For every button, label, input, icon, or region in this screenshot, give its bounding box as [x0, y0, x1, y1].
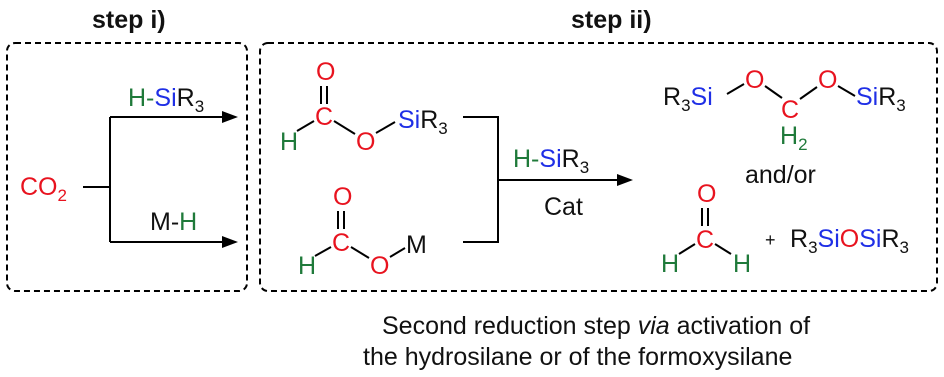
svg-text:SiR3: SiR3 — [398, 106, 448, 138]
svg-text:C: C — [315, 103, 333, 131]
svg-text:C: C — [781, 96, 799, 124]
and-or-label: and/or — [745, 161, 816, 189]
step-ii-box — [259, 42, 938, 292]
svg-text:H: H — [733, 250, 751, 278]
svg-text:H: H — [661, 250, 679, 278]
svg-text:M: M — [406, 231, 427, 259]
reagent-hydrosilane-2: H-SiR3 — [513, 145, 589, 177]
caption-line-2: the hydrosilane or of the formoxysilane — [363, 343, 792, 371]
svg-text:O: O — [333, 183, 352, 211]
catalyst-label: Cat — [544, 193, 583, 221]
step-ii-title: step ii) — [571, 6, 652, 34]
formoxysilane: O C H O SiR3 — [280, 58, 448, 156]
caption-line-1: Second reduction step via activation of — [382, 312, 810, 340]
step-i-box — [6, 42, 248, 292]
svg-text:O: O — [697, 180, 716, 208]
svg-text:C: C — [696, 226, 714, 254]
svg-text:SiR3: SiR3 — [856, 83, 906, 115]
step-ii-arrow-head — [617, 174, 633, 186]
reagent-hydrosilane-1: H-SiR3 — [128, 84, 204, 116]
lower-arrow-head — [222, 236, 238, 248]
svg-text:H2: H2 — [780, 122, 808, 154]
plus-sign: + — [765, 230, 776, 250]
co2-label: CO2 — [20, 173, 67, 205]
svg-text:O: O — [745, 66, 764, 94]
intermediates-bracket — [463, 116, 499, 243]
disiloxane: R3SiOSiR3 — [790, 225, 909, 257]
formaldehyde: O C H H — [661, 180, 751, 278]
svg-text:H: H — [280, 128, 298, 156]
svg-text:O: O — [316, 58, 335, 86]
svg-text:H: H — [298, 252, 316, 280]
svg-text:R3Si: R3Si — [663, 83, 713, 115]
upper-arrow-head — [222, 111, 238, 123]
svg-text:C: C — [332, 229, 350, 257]
svg-text:O: O — [818, 66, 837, 94]
svg-text:O: O — [370, 252, 389, 280]
svg-text:O: O — [356, 128, 375, 156]
step-i-title: step i) — [92, 6, 166, 34]
metal-formate: O C H O M — [298, 183, 427, 280]
reagent-metal-hydride: M-H — [150, 208, 197, 236]
bis-silyl-acetal: R3Si O C H2 O SiR3 — [663, 66, 906, 154]
